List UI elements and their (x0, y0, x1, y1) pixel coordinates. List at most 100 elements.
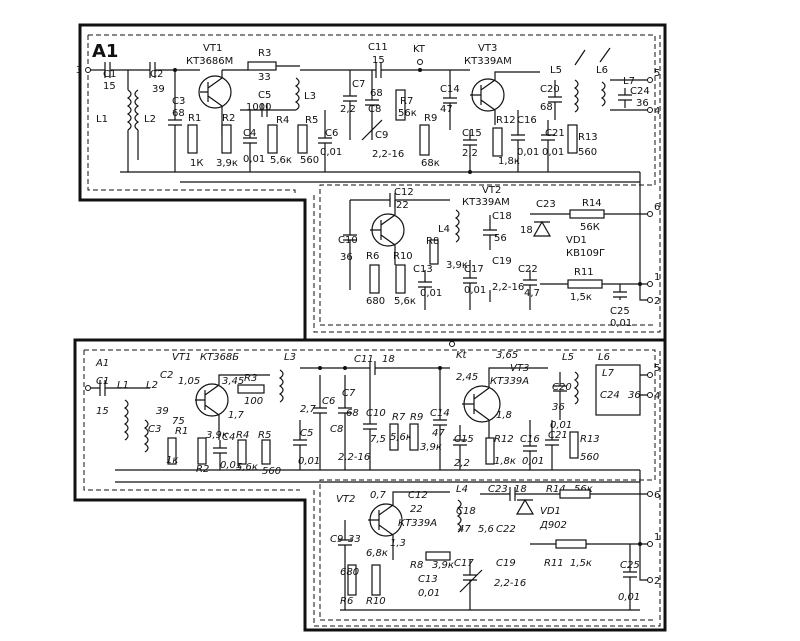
b-c3-value: 75 (172, 416, 185, 427)
b-r5-resistor (261, 439, 271, 465)
b-pin-6[interactable] (647, 491, 653, 497)
r14-name: R14 (582, 198, 602, 209)
b-r13-resistor (569, 431, 579, 459)
pin-6[interactable] (647, 211, 653, 217)
b-v105: 1,05 (178, 376, 200, 387)
b-pin-5[interactable] (647, 372, 653, 378)
c2-name: C2 (150, 69, 163, 80)
b-c5: C5 (300, 428, 313, 439)
r2-resistor (221, 124, 232, 154)
vt1-transistor (198, 75, 232, 109)
b-v245: 2,45 (456, 372, 478, 383)
vt1-leads (200, 70, 223, 135)
c20-value: 68 (540, 102, 553, 113)
c1-symbol (104, 62, 150, 78)
vt3-type: КТ339АМ (464, 56, 512, 67)
wire (640, 374, 650, 396)
b-c11-symbol (300, 361, 450, 375)
b-c8: C8 (330, 424, 343, 435)
c23-name: C23 (536, 199, 556, 210)
b-vt1-type: КТ368Б (200, 352, 239, 363)
b-l6-l7-box (595, 364, 641, 416)
c14-name: C14 (440, 84, 460, 95)
vd1-type: КВ109Г (566, 248, 605, 259)
b-l7: L7 (602, 368, 615, 379)
b-c21: C21 (548, 430, 568, 441)
junction (438, 366, 442, 370)
c4-name: C4 (243, 128, 256, 139)
b-r7-resistor (389, 423, 399, 451)
c24-name: C24 (630, 86, 650, 97)
b-c7-symbol (338, 375, 352, 470)
vd1-varicap (532, 220, 552, 237)
r9-name: R9 (424, 113, 437, 124)
junction (318, 366, 322, 370)
b-vt1: VT1 (172, 352, 191, 363)
junction (638, 542, 642, 546)
b-c23-value: 18 (514, 484, 527, 495)
b-v365: 3,65 (496, 350, 518, 361)
b-r11-resistor (555, 539, 587, 549)
c11-symbol (300, 62, 470, 78)
b-r5-value: 560 (262, 466, 281, 477)
b-l1: L1 (117, 380, 129, 391)
c17-name: C17 (464, 264, 484, 275)
b-pin-4[interactable] (647, 392, 653, 398)
pin-2[interactable] (647, 297, 653, 303)
r10-value: 5,6к (394, 296, 416, 307)
b-c24-value: 36 (628, 390, 641, 401)
b-pin-input[interactable] (85, 385, 91, 391)
r9-value: 68к (421, 158, 440, 169)
b-r10: R10 (366, 596, 386, 607)
b-c13: C13 (418, 574, 438, 585)
vt3-name: VT3 (478, 43, 497, 54)
b-c10: C10 (366, 408, 386, 419)
b-c16: C16 (520, 434, 540, 445)
c10-name: C10 (338, 235, 358, 246)
kt-testpoint[interactable] (417, 59, 423, 65)
b-c7: C7 (342, 388, 356, 399)
b-c15-value: 2,2 (454, 458, 470, 469)
b-c25: C25 (620, 560, 640, 571)
b-c12-value: 22 (410, 504, 423, 515)
bottom-shield-dashed (84, 349, 656, 621)
pin-4[interactable] (647, 107, 653, 113)
c19-value: 2,2-16 (492, 282, 524, 293)
r7-resistor (395, 89, 406, 121)
l2-coil (134, 89, 140, 131)
b-vt2: VT2 (336, 494, 355, 505)
b-r6: R6 (340, 596, 353, 607)
c13-value: 0,01 (420, 288, 442, 299)
r8-name: R8 (426, 236, 439, 247)
c17-value: 0,01 (464, 285, 486, 296)
r13-resistor (567, 124, 578, 154)
b-c22: C22 (496, 524, 516, 535)
r7-value: 56к (398, 108, 417, 119)
pin-3[interactable] (85, 67, 91, 73)
c3-value: 68 (172, 108, 185, 119)
c5-symbol (240, 103, 296, 117)
b-c23-symbol (480, 487, 560, 501)
b-pin-2[interactable] (647, 577, 653, 583)
b-c8-value: 2,2-16 (338, 452, 370, 463)
c3-name: C3 (172, 96, 185, 107)
b-kt-testpoint[interactable] (449, 341, 455, 347)
c5-value: 1000 (246, 102, 271, 113)
c7-value: 2,2 (340, 104, 356, 115)
c14-symbol (443, 70, 457, 130)
kt-label: KT (413, 44, 426, 55)
vt2-name: VT2 (482, 185, 501, 196)
r12-value: 1,8к (498, 156, 520, 167)
c2-symbol (149, 62, 200, 78)
c3-symbol (168, 70, 182, 172)
junction (638, 282, 642, 286)
pin-1[interactable] (647, 281, 653, 287)
c25-symbol (613, 284, 627, 300)
b-pin-1[interactable] (647, 541, 653, 547)
b-r7: R7 (392, 412, 406, 423)
top-shield-dashed-2 (87, 35, 296, 195)
b-r12-value: 1,8к (494, 456, 516, 467)
bottom-shield-dashed-2 (83, 350, 300, 491)
pin-5[interactable] (647, 77, 653, 83)
b-l4-coil (456, 499, 462, 533)
